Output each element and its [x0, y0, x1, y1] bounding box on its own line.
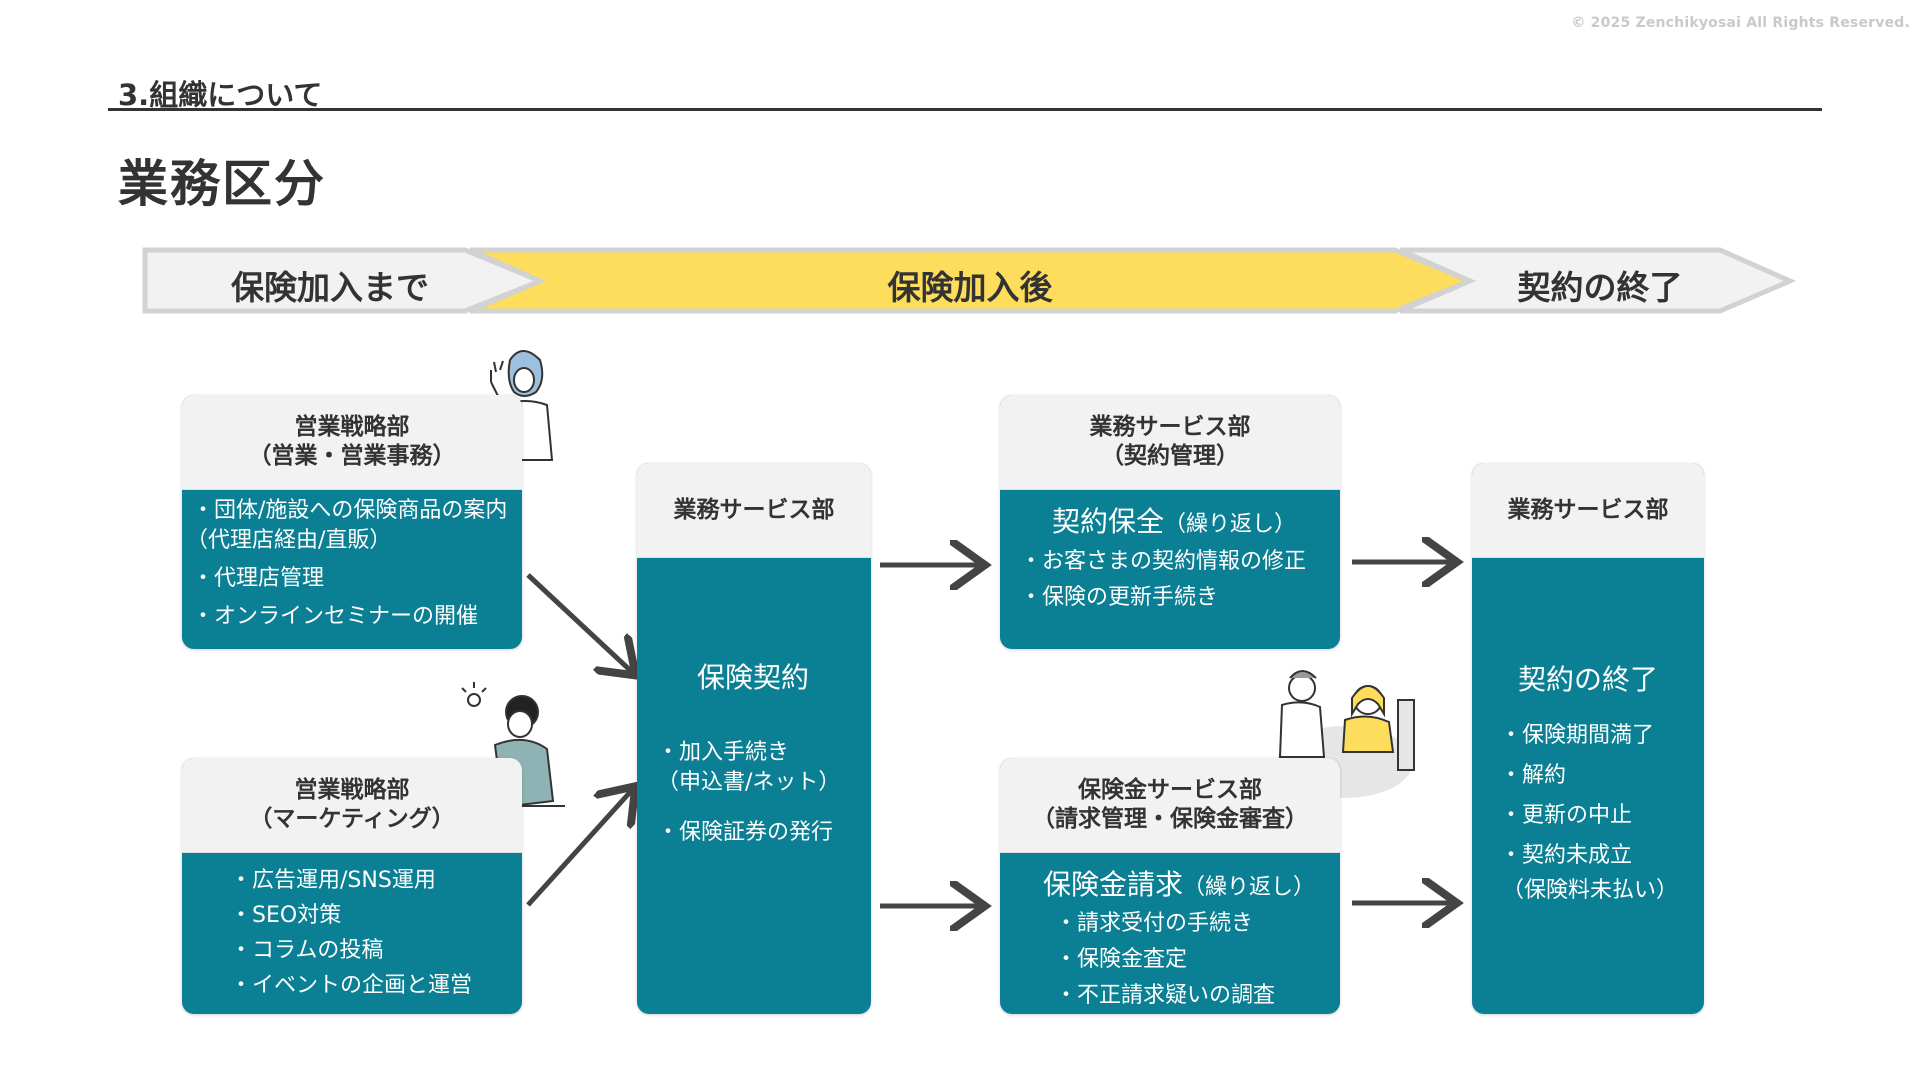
list-item: 解約	[1500, 756, 1704, 796]
card-body: 契約の終了 保険期間満了 解約 更新の中止 契約未成立 （保険料未払い）	[1472, 558, 1704, 906]
card-header: 営業戦略部 （マーケティング）	[182, 758, 522, 853]
list-item: オンラインセミナーの開催	[192, 602, 522, 632]
card-subtitle: （マーケティング）	[249, 806, 455, 832]
section-label: 3.組織について	[118, 78, 323, 112]
list-item: 加入手続き	[657, 738, 871, 768]
card-title: 業務サービス部	[1089, 414, 1251, 440]
card-header: 業務サービス部 （契約管理）	[1000, 395, 1340, 490]
card-header: 業務サービス部	[1472, 463, 1704, 558]
card-body: 契約保全（繰り返し） お客さまの契約情報の修正 保険の更新手続き	[1000, 490, 1340, 613]
card-body: 保険契約 加入手続き （申込書/ネット） 保険証券の発行	[637, 558, 871, 848]
card-title: 業務サービス部	[1507, 496, 1669, 523]
list-item: 保険の更新手続き	[1020, 583, 1340, 613]
card-body: 保険金請求（繰り返し） 請求受付の手続き 保険金査定 不正請求疑いの調査	[1000, 853, 1340, 1014]
list-item-note: （保険料未払い）	[1502, 878, 1679, 903]
list-item: イベントの企画と運営	[230, 968, 522, 1003]
card-subtitle: （営業・営業事務）	[248, 443, 456, 469]
arrow-marketing-to-contract	[526, 790, 632, 907]
card-title: 保険金サービス部	[1078, 777, 1262, 803]
card-header: 保険金サービス部 （請求管理・保険金審査）	[1000, 758, 1340, 853]
card-main-note: （繰り返し）	[1164, 512, 1297, 537]
card-main-label: 契約の終了	[1518, 663, 1659, 696]
list-item-note: （申込書/ネット）	[657, 770, 841, 795]
card-header: 業務サービス部	[637, 463, 871, 558]
card-body: 広告運用/SNS運用 SEO対策 コラムの投稿 イベントの企画と運営	[182, 853, 522, 1003]
page-title: 業務区分	[118, 155, 326, 213]
copyright-notice: © 2025 Zenchikyosai All Rights Reserved.	[1571, 15, 1910, 31]
list-item: 不正請求疑いの調査	[1045, 978, 1340, 1014]
list-item: 団体/施設への保険商品の案内	[192, 496, 522, 526]
card-main-label: 保険契約	[697, 661, 810, 694]
sales-strategy-card: 営業戦略部 （営業・営業事務） 団体/施設への保険商品の案内 （代理店経由/直販…	[182, 395, 522, 649]
list-item: 更新の中止	[1500, 796, 1704, 836]
list-item: 広告運用/SNS運用	[230, 863, 522, 898]
arrow-sales-to-contract	[526, 573, 632, 672]
card-main-note: （繰り返し）	[1183, 875, 1316, 900]
contract-management-card: 業務サービス部 （契約管理） 契約保全（繰り返し） お客さまの契約情報の修正 保…	[1000, 395, 1340, 649]
list-item: コラムの投稿	[230, 933, 522, 968]
list-item: 契約未成立	[1500, 836, 1704, 876]
card-main-label: 保険金請求（繰り返し）	[1043, 867, 1340, 906]
list-item: 保険期間満了	[1500, 716, 1704, 756]
card-main-label: 契約保全（繰り返し）	[1020, 502, 1340, 545]
card-header: 営業戦略部 （営業・営業事務）	[182, 395, 522, 490]
card-title: 業務サービス部	[673, 496, 835, 523]
list-item: お客さまの契約情報の修正	[1020, 547, 1340, 577]
phase-after-label: 保険加入後	[887, 268, 1053, 307]
list-item: 保険金査定	[1045, 942, 1340, 978]
claims-service-card: 保険金サービス部 （請求管理・保険金審査） 保険金請求（繰り返し） 請求受付の手…	[1000, 758, 1340, 1014]
phase-before-label: 保険加入まで	[231, 268, 429, 307]
list-item: 保険証券の発行	[657, 818, 871, 848]
card-subtitle: （契約管理）	[1101, 443, 1239, 469]
phase-end-label: 契約の終了	[1517, 268, 1683, 307]
business-service-end-card: 業務サービス部 契約の終了 保険期間満了 解約 更新の中止 契約未成立 （保険料…	[1472, 463, 1704, 1014]
card-subtitle: （請求管理・保険金審査）	[1032, 806, 1308, 832]
card-title: 営業戦略部	[294, 414, 410, 440]
card-body: 団体/施設への保険商品の案内 （代理店経由/直販） 代理店管理 オンラインセミナ…	[182, 490, 522, 632]
card-main-text: 保険金請求	[1043, 868, 1184, 901]
list-item: 請求受付の手続き	[1045, 906, 1340, 942]
list-item: 代理店管理	[192, 564, 522, 594]
list-item-note: （代理店経由/直販）	[186, 528, 392, 553]
business-service-contract-card: 業務サービス部 保険契約 加入手続き （申込書/ネット） 保険証券の発行	[637, 463, 871, 1014]
card-title: 営業戦略部	[294, 777, 410, 803]
card-main-text: 契約保全	[1052, 505, 1165, 538]
section-divider	[108, 108, 1822, 111]
marketing-card: 営業戦略部 （マーケティング） 広告運用/SNS運用 SEO対策 コラムの投稿 …	[182, 758, 522, 1014]
list-item: SEO対策	[230, 898, 522, 933]
